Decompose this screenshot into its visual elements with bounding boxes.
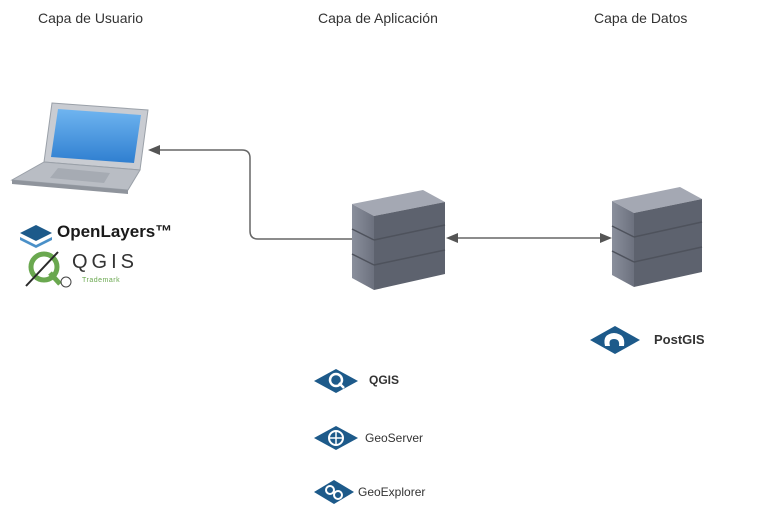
qgis-trademark-label: Trademark [82, 277, 121, 284]
openlayers-logo-icon [20, 225, 52, 248]
postgis-label: PostGIS [654, 332, 705, 347]
qgis-app-logo-icon [314, 369, 358, 393]
layer-title-application: Capa de Aplicación [318, 10, 438, 26]
layer-title-user: Capa de Usuario [38, 10, 144, 26]
qgis-app-label: QGIS [369, 373, 400, 387]
geoexplorer-label: GeoExplorer [358, 485, 426, 499]
laptop-icon [10, 102, 149, 194]
application-server-icon [351, 190, 446, 290]
data-server-icon [611, 187, 703, 287]
qgis-logo-icon [25, 251, 72, 288]
connector-app-to-user [148, 145, 352, 240]
layer-title-data: Capa de Datos [594, 10, 688, 26]
geoserver-label: GeoServer [365, 431, 424, 445]
qgis-user-label: QGIS [72, 251, 139, 273]
postgis-logo-icon [590, 326, 640, 354]
geoserver-logo-icon [314, 426, 358, 450]
openlayers-label: OpenLayers™ [57, 222, 173, 241]
geoexplorer-logo-icon [314, 480, 354, 504]
connector-app-data [446, 233, 612, 243]
